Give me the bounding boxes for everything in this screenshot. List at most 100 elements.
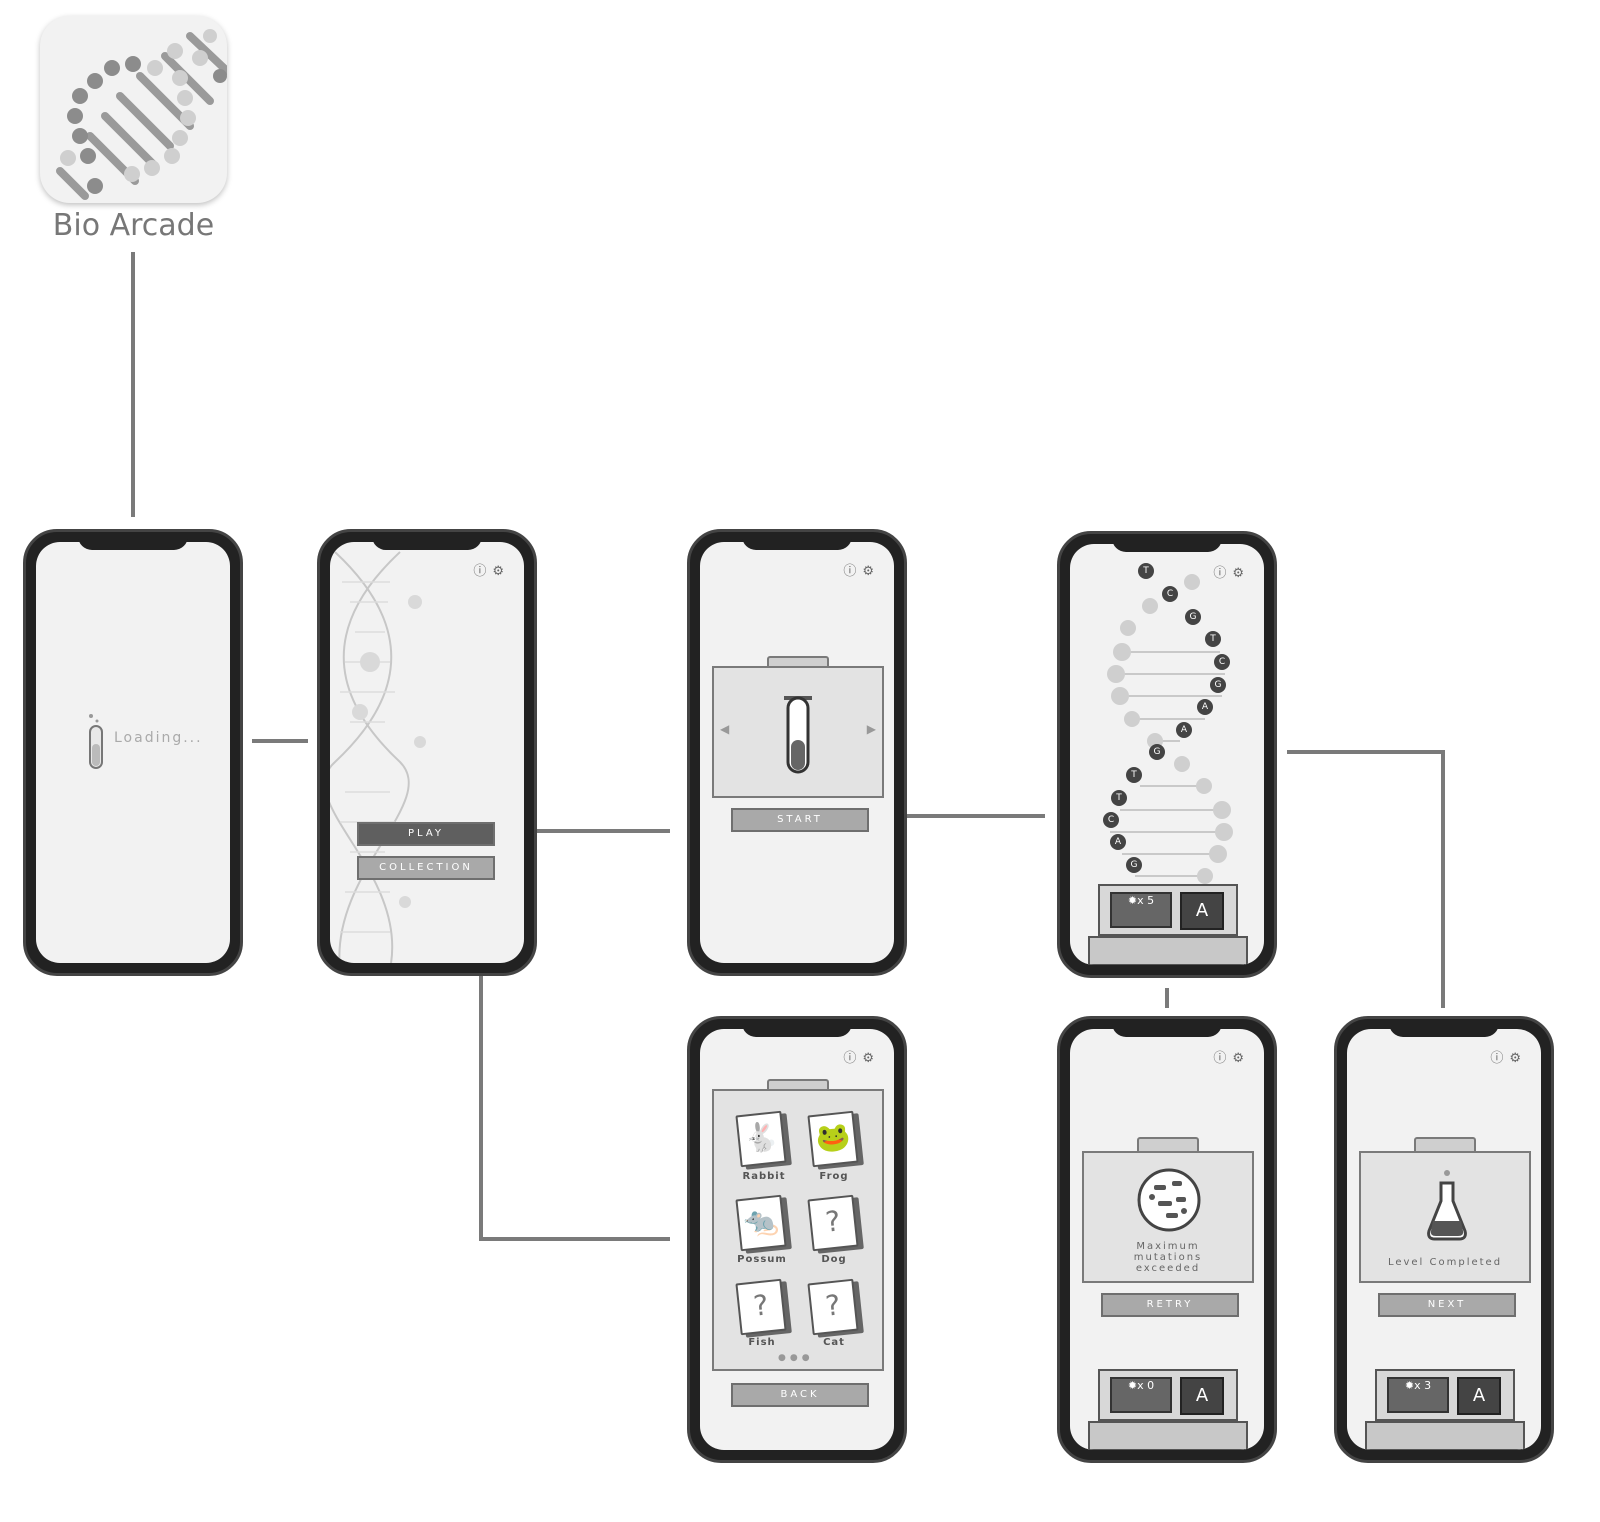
screen: ⓘ⚙ 🐇 Rabbit 🐸 Frog 🐀 Possum ? Dog ? Fish… (700, 1029, 894, 1450)
play-button[interactable]: PLAY (357, 822, 495, 846)
collection-card[interactable]: ? (807, 1194, 859, 1252)
screen: ⓘ⚙ Level Completed NEXT ✹x 3 A (1347, 1029, 1541, 1450)
info-icon[interactable]: ⓘ (1213, 1051, 1233, 1066)
flask-icon (1427, 1170, 1467, 1241)
info-icon[interactable]: ⓘ (1213, 566, 1233, 581)
screen: ⓘ⚙ ✹x 5 A (1070, 544, 1264, 965)
nucleotide-badge[interactable]: T (1111, 790, 1127, 806)
nucleotide-badge[interactable]: C (1214, 654, 1230, 670)
nucleotide-badge[interactable]: A (1110, 834, 1126, 850)
mutation-console: ✹x 5 A (1088, 884, 1248, 965)
phone-specimen-select: ⓘ⚙ ◀ ▶ START (687, 529, 907, 976)
mutation-counter: ✹x 3 (1387, 1377, 1449, 1413)
nucleotide-badge[interactable]: C (1162, 586, 1178, 602)
gear-icon[interactable]: ⚙ (1509, 1051, 1527, 1066)
connector-loading-to-menu (252, 739, 308, 743)
base-button[interactable]: A (1180, 1377, 1224, 1415)
collection-card[interactable]: 🐀 (735, 1194, 787, 1252)
collection-card[interactable]: ? (807, 1278, 859, 1336)
header-icons: ⓘ⚙ (473, 560, 510, 579)
phone-collection-screen: ⓘ⚙ 🐇 Rabbit 🐸 Frog 🐀 Possum ? Dog ? Fish… (687, 1016, 907, 1463)
phone-notch (742, 1019, 852, 1037)
back-button[interactable]: BACK (731, 1383, 869, 1407)
gear-icon[interactable]: ⚙ (1232, 1051, 1250, 1066)
card-label: Frog (819, 1171, 849, 1182)
screen: ⓘ⚙ Maximum mutations exceeded RETRY ✹x 0… (1070, 1029, 1264, 1450)
loading-text: Loading... (114, 730, 203, 746)
collection-card[interactable]: 🐇 (735, 1110, 787, 1168)
virus-icon: ✹ (1127, 1379, 1138, 1392)
phone-main-menu: ⓘ⚙ PLAY COLLECTION (317, 529, 537, 976)
nucleotide-badge[interactable]: A (1197, 699, 1213, 715)
nucleotide-badge[interactable]: A (1176, 722, 1192, 738)
info-icon[interactable]: ⓘ (843, 564, 863, 579)
bacteria-dish-icon (1137, 1168, 1201, 1232)
nucleotide-badge[interactable]: T (1126, 767, 1142, 783)
nucleotide-badge[interactable]: G (1185, 609, 1201, 625)
dna-logo-icon (56, 29, 227, 200)
retry-button[interactable]: RETRY (1101, 1293, 1239, 1317)
console-base (1365, 1421, 1525, 1450)
connector-play-to-select (494, 829, 670, 833)
phone-notch (372, 532, 482, 550)
collection-card[interactable]: ? (735, 1278, 787, 1336)
virus-icon: ✹ (1127, 894, 1138, 907)
specimen-clipboard: ◀ ▶ (712, 666, 884, 798)
connector-game-to-fail (1165, 988, 1169, 1008)
card-label: Possum (737, 1254, 787, 1265)
nucleotide-badge[interactable]: G (1149, 744, 1165, 760)
base-button[interactable]: A (1457, 1377, 1501, 1415)
nucleotide-badge[interactable]: C (1103, 812, 1119, 828)
info-icon[interactable]: ⓘ (473, 564, 493, 579)
app-icon[interactable] (40, 16, 227, 203)
win-clipboard: Level Completed (1359, 1151, 1531, 1283)
collection-clipboard: 🐇 Rabbit 🐸 Frog 🐀 Possum ? Dog ? Fish ? … (712, 1089, 884, 1371)
test-tube-icon (89, 714, 103, 769)
header-icons: ⓘ⚙ (1213, 1047, 1250, 1066)
collection-card[interactable]: 🐸 (807, 1110, 859, 1168)
virus-icon: ✹ (1404, 1379, 1415, 1392)
phone-notch (1112, 1019, 1222, 1037)
phone-notch (78, 532, 188, 550)
nucleotide-badge[interactable]: G (1210, 677, 1226, 693)
info-icon[interactable]: ⓘ (1490, 1051, 1510, 1066)
nucleotide-badge[interactable]: G (1126, 857, 1142, 873)
mutation-count: x 5 (1137, 894, 1155, 907)
header-icons: ⓘ⚙ (1490, 1047, 1527, 1066)
nucleotide-badge[interactable]: T (1205, 631, 1221, 647)
card-label: Fish (748, 1337, 776, 1348)
phone-game-screen: ⓘ⚙ ✹x 5 A (1057, 531, 1277, 978)
start-button[interactable]: START (731, 808, 869, 832)
connector-collection-down (479, 870, 483, 1241)
phone-loading-screen: Loading... (23, 529, 243, 976)
next-button[interactable]: NEXT (1378, 1293, 1516, 1317)
console-base (1088, 1421, 1248, 1450)
chevron-right-icon[interactable]: ▶ (866, 722, 876, 736)
connector-game-to-win (1441, 750, 1445, 1008)
gear-icon[interactable]: ⚙ (862, 1051, 880, 1066)
card-label: Cat (823, 1337, 845, 1348)
win-message: Level Completed (1387, 1257, 1503, 1268)
info-icon[interactable]: ⓘ (843, 1051, 863, 1066)
gear-icon[interactable]: ⚙ (1232, 566, 1250, 581)
mutation-console: ✹x 3 A (1365, 1369, 1525, 1450)
mutation-counter: ✹x 5 (1110, 892, 1172, 928)
screen: ⓘ⚙ ◀ ▶ START (700, 542, 894, 963)
card-label: Rabbit (742, 1171, 786, 1182)
dna-background-icon (330, 551, 426, 963)
header-icons: ⓘ⚙ (843, 1047, 880, 1066)
mutation-counter: ✹x 0 (1110, 1377, 1172, 1413)
page-dots[interactable]: ●●● (778, 1353, 814, 1363)
gear-icon[interactable]: ⚙ (862, 564, 880, 579)
collection-button[interactable]: COLLECTION (357, 856, 495, 880)
phone-notch (1389, 1019, 1499, 1037)
console-base (1088, 936, 1248, 965)
dna-strand-icon[interactable] (1100, 564, 1240, 884)
screen: Loading... (36, 542, 230, 963)
phone-notch (742, 532, 852, 550)
chevron-left-icon[interactable]: ◀ (720, 722, 730, 736)
connector-start-to-game (850, 814, 1045, 818)
base-button[interactable]: A (1180, 892, 1224, 930)
gear-icon[interactable]: ⚙ (492, 564, 510, 579)
nucleotide-badge[interactable]: T (1138, 563, 1154, 579)
